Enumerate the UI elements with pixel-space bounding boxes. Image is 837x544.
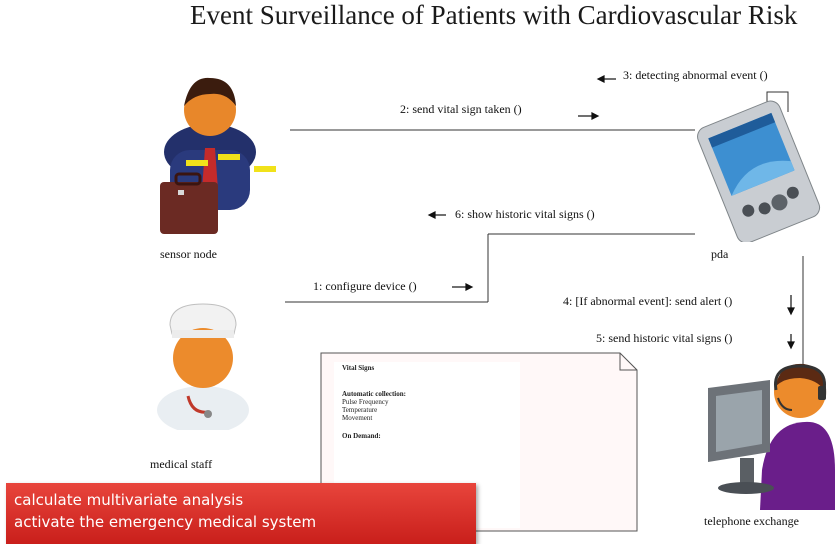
pda-label: pda	[711, 247, 729, 261]
note-heading: Vital Signs	[342, 364, 375, 372]
pda-icon	[697, 100, 821, 242]
message-2-label: 2: send vital sign taken ()	[400, 102, 522, 116]
message-5-label: 5: send historic vital signs ()	[596, 331, 733, 345]
message-3-label: 3: detecting abnormal event ()	[623, 68, 768, 82]
note-item: Temperature	[342, 406, 378, 414]
note-item: Movement	[342, 414, 373, 422]
banner-line-2: activate the emergency medical system	[14, 513, 317, 531]
telephone-exchange-label: telephone exchange	[704, 514, 799, 528]
telephone-exchange-icon	[708, 363, 835, 510]
sensor-node-label: sensor node	[160, 247, 217, 261]
note-item: Pulse Frequency	[342, 398, 389, 406]
message-6-label: 6: show historic vital signs ()	[455, 207, 595, 221]
sensor-node-icon	[160, 77, 276, 234]
note-section-on-demand: On Demand:	[342, 432, 381, 440]
note-content: Vital Signs Automatic collection: Pulse …	[342, 364, 406, 440]
message-1-label: 1: configure device ()	[313, 279, 417, 293]
medical-staff-icon	[157, 303, 249, 430]
medical-staff-label: medical staff	[150, 457, 213, 471]
diagram-title: Event Surveillance of Patients with Card…	[190, 0, 798, 30]
note-section-automatic: Automatic collection:	[342, 390, 406, 398]
action-banner: calculate multivariate analysis activate…	[6, 483, 476, 544]
message-4-label: 4: [If abnormal event]: send alert ()	[563, 294, 733, 308]
banner-line-1: calculate multivariate analysis	[14, 491, 244, 509]
